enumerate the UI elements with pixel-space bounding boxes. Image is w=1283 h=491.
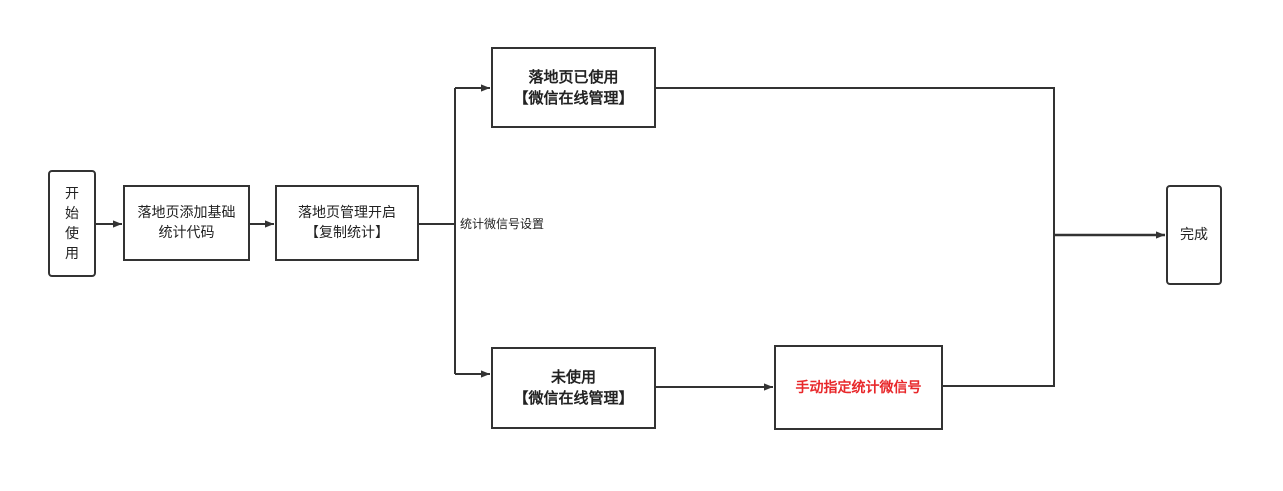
start-char: 开: [65, 185, 79, 202]
edge-used-to-merge: [656, 87, 1055, 235]
used-line: 【微信在线管理】: [513, 88, 634, 107]
start-char: 始: [65, 205, 79, 222]
add-code-line: 落地页添加基础: [137, 205, 236, 221]
enable-copy-line: 落地页管理开启: [298, 205, 396, 221]
branch-label: 统计微信号设置: [458, 216, 547, 232]
enable-copy-line: 【复制统计】: [305, 225, 389, 241]
unused-node: 未使用 【微信在线管理】: [491, 347, 656, 429]
edge-manual-to-merge: [943, 235, 1055, 387]
start-char: 用: [65, 245, 79, 262]
unused-line: 未使用: [550, 368, 596, 386]
add-code-node: 落地页添加基础 统计代码: [123, 185, 250, 261]
manual-node: 手动指定统计微信号: [774, 345, 943, 430]
used-node: 落地页已使用 【微信在线管理】: [491, 47, 656, 128]
done-text: 完成: [1180, 227, 1208, 243]
enable-copy-node: 落地页管理开启 【复制统计】: [275, 185, 419, 261]
add-code-line: 统计代码: [158, 225, 215, 241]
used-line: 落地页已使用: [528, 67, 619, 86]
start-node: 开 始 使 用: [48, 170, 96, 277]
done-node: 完成: [1166, 185, 1222, 285]
manual-text: 手动指定统计微信号: [795, 379, 922, 396]
start-char: 使: [65, 225, 79, 242]
unused-line: 【微信在线管理】: [513, 389, 634, 407]
